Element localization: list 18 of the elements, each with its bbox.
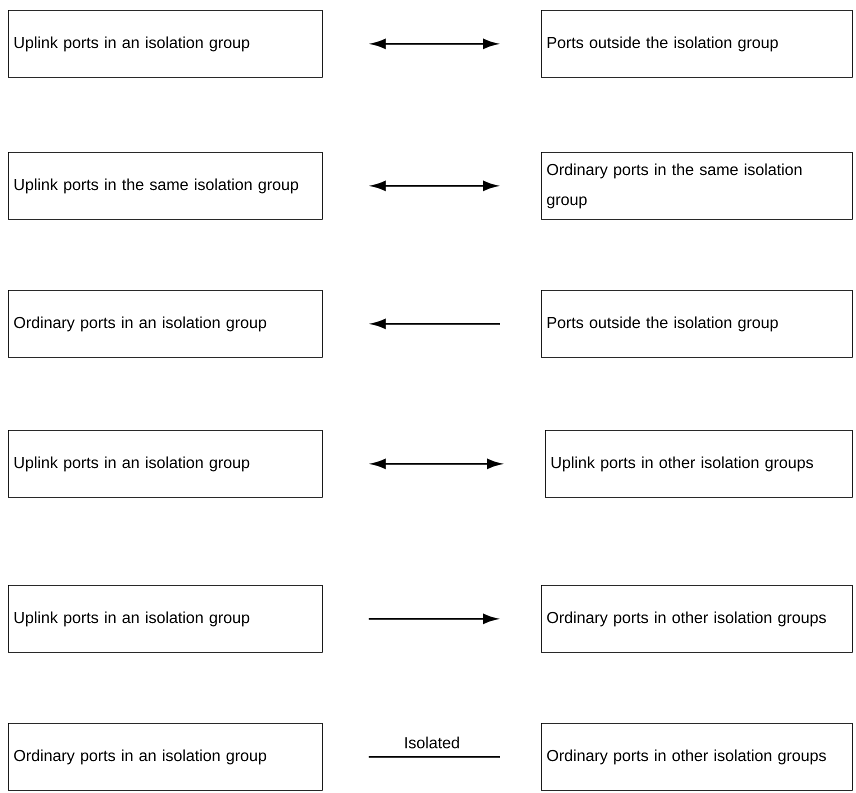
port-box: Ports outside the isolation group [541, 290, 853, 358]
port-box: Uplink ports in other isolation groups [545, 430, 853, 498]
port-box: Ordinary ports in other isolation groups [541, 723, 853, 791]
port-box: Uplink ports in an isolation group [8, 430, 323, 498]
arrow [372, 38, 497, 49]
port-box: Ordinary ports in an isolation group [8, 290, 323, 358]
port-box: Ports outside the isolation group [541, 10, 853, 78]
edge-label: Isolated [405, 736, 459, 748]
port-box: Ordinary ports in other isolation groups [541, 585, 853, 653]
port-box: Uplink ports in an isolation group [8, 585, 323, 653]
arrow [372, 318, 500, 329]
port-box: Ordinary ports in the same isolation group [541, 152, 853, 220]
arrow [368, 614, 497, 624]
port-box: Uplink ports in the same isolation group [8, 152, 323, 220]
arrow [372, 458, 501, 469]
arrow [372, 180, 497, 191]
port-box: Ordinary ports in an isolation group [8, 723, 323, 791]
port-box: Uplink ports in an isolation group [8, 10, 323, 78]
